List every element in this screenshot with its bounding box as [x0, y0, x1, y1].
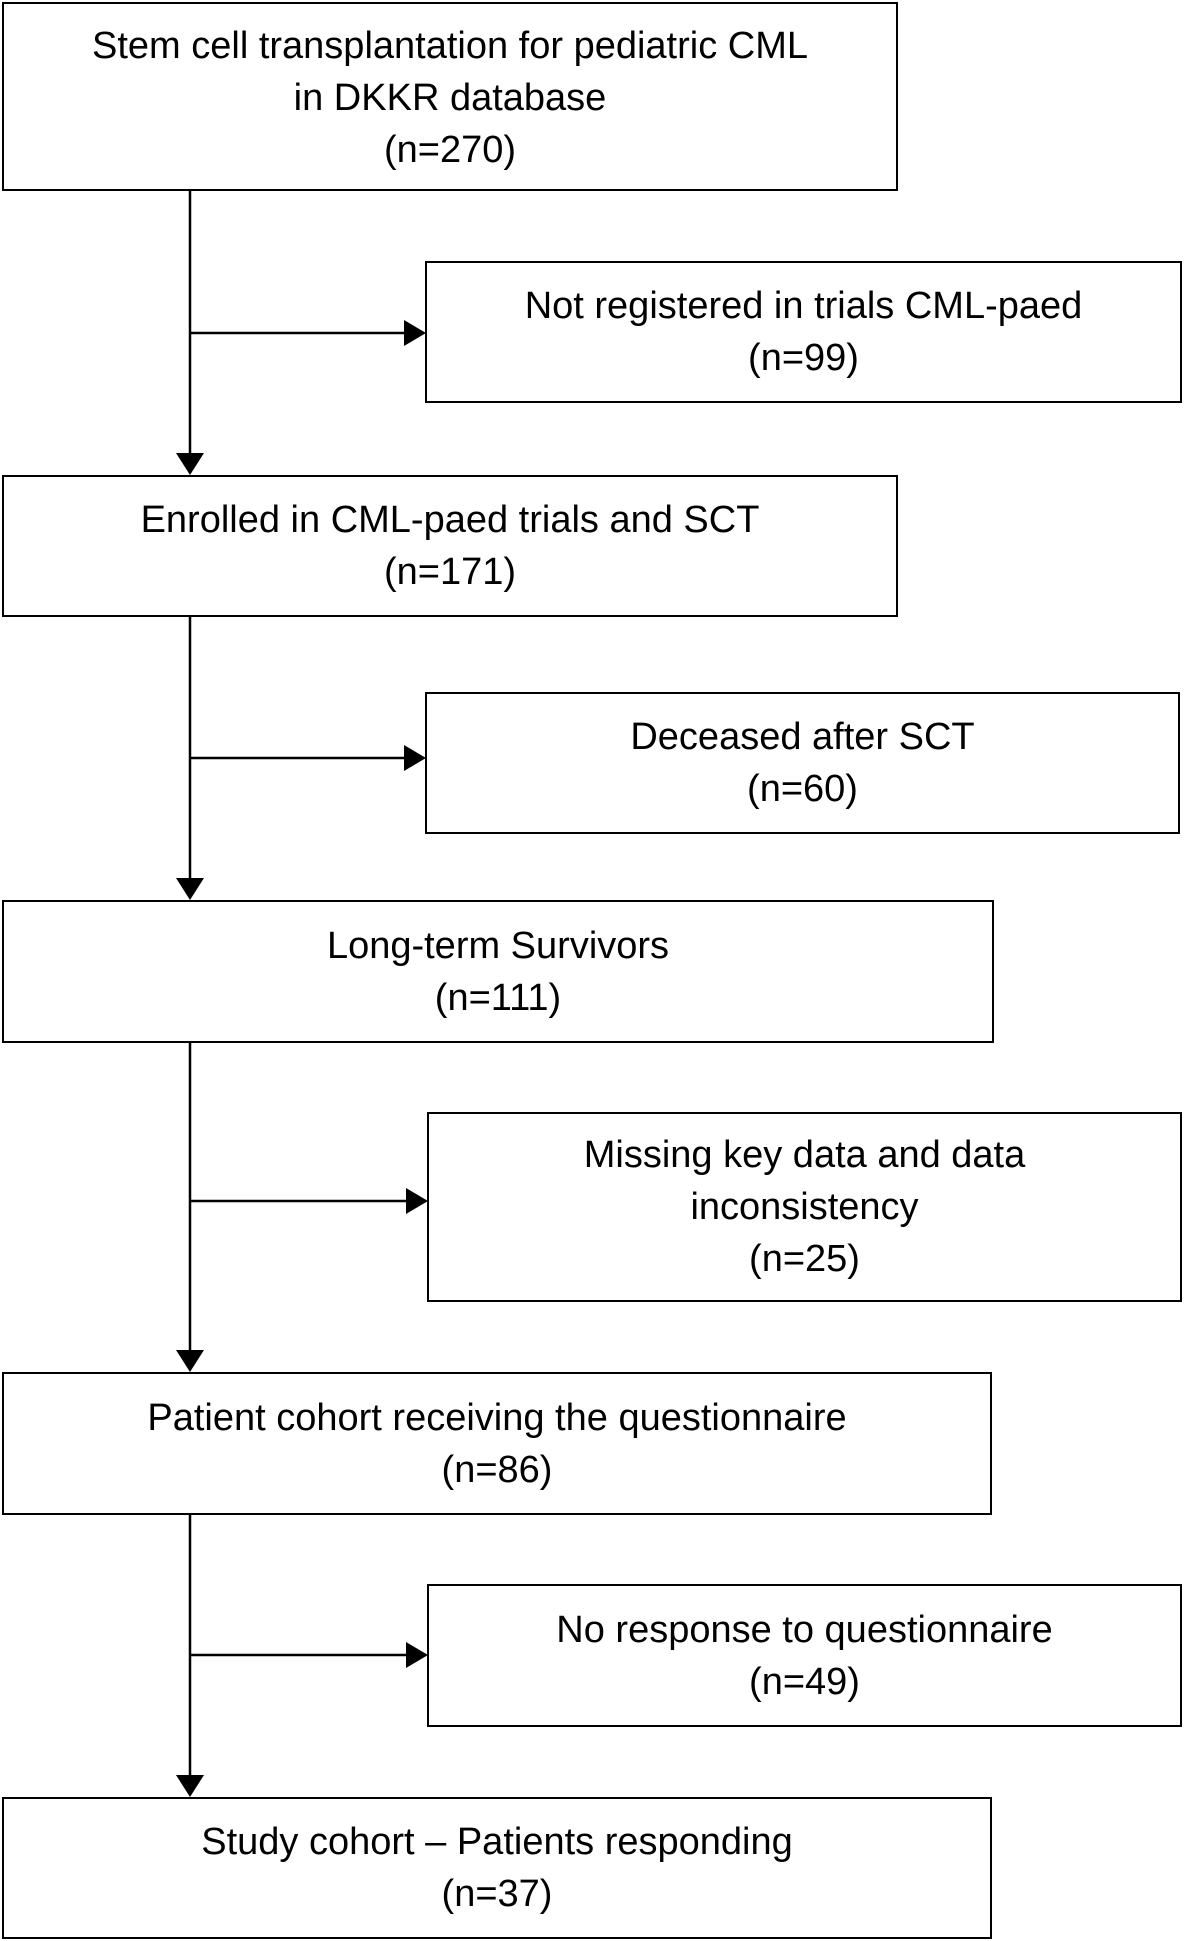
main-box-4-count: (n=86) [441, 1448, 553, 1491]
flow-arrowhead-2 [176, 878, 204, 900]
exclusion-box-2: Deceased after SCT (n=60) [425, 692, 1180, 834]
exclusion-arrowhead-2 [404, 745, 426, 771]
exclusion-box-3-line-1: Missing key data and data [583, 1134, 1026, 1176]
main-box-4: Patient cohort receiving the questionnai… [2, 1372, 992, 1515]
main-box-5-line-1: Study cohort – Patients responding [201, 1821, 793, 1863]
exclusion-arrowhead-3 [406, 1188, 428, 1214]
main-box-3-line-1: Long-term Survivors [326, 924, 670, 967]
exclusion-box-1-line-1: Not registered in trials CML-paed [524, 285, 1083, 327]
exclusion-box-2-count: (n=60) [747, 768, 858, 810]
main-box-1-line-1: Stem cell transplantation for pediatric … [92, 24, 808, 67]
exclusion-box-1-count: (n=99) [748, 337, 859, 379]
exclusion-arrowhead-1 [404, 320, 426, 346]
main-box-5: Study cohort – Patients responding (n=37… [2, 1797, 992, 1939]
main-box-5-count: (n=37) [441, 1873, 553, 1915]
exclusion-box-2-line-1: Deceased after SCT [630, 716, 975, 758]
main-box-2-count: (n=171) [383, 551, 517, 593]
main-box-1-line-2: in DKKR database [293, 76, 607, 119]
exclusion-box-4-count: (n=49) [749, 1660, 860, 1703]
exclusion-arrowhead-4 [406, 1642, 428, 1668]
exclusion-box-3-count: (n=25) [749, 1238, 860, 1280]
exclusion-box-3: Missing key data and data inconsistency … [427, 1112, 1182, 1302]
flow-arrowhead-3 [176, 1350, 204, 1372]
exclusion-box-1: Not registered in trials CML-paed (n=99) [425, 261, 1182, 403]
main-box-4-line-1: Patient cohort receiving the questionnai… [147, 1396, 847, 1439]
main-box-2: Enrolled in CML-paed trials and SCT (n=1… [2, 475, 898, 617]
flow-arrowhead-4 [176, 1775, 204, 1797]
exclusion-box-3-line-2: inconsistency [690, 1186, 919, 1228]
main-box-1: Stem cell transplantation for pediatric … [2, 2, 898, 191]
exclusion-box-4-line-1: No response to questionnaire [556, 1608, 1053, 1651]
main-box-2-line-1: Enrolled in CML-paed trials and SCT [140, 499, 760, 541]
exclusion-box-4: No response to questionnaire (n=49) [427, 1584, 1182, 1727]
main-box-1-count: (n=270) [383, 128, 517, 171]
main-box-3: Long-term Survivors (n=111) [2, 900, 994, 1043]
main-box-3-count: (n=111) [434, 976, 562, 1019]
flow-arrowhead-1 [176, 453, 204, 475]
